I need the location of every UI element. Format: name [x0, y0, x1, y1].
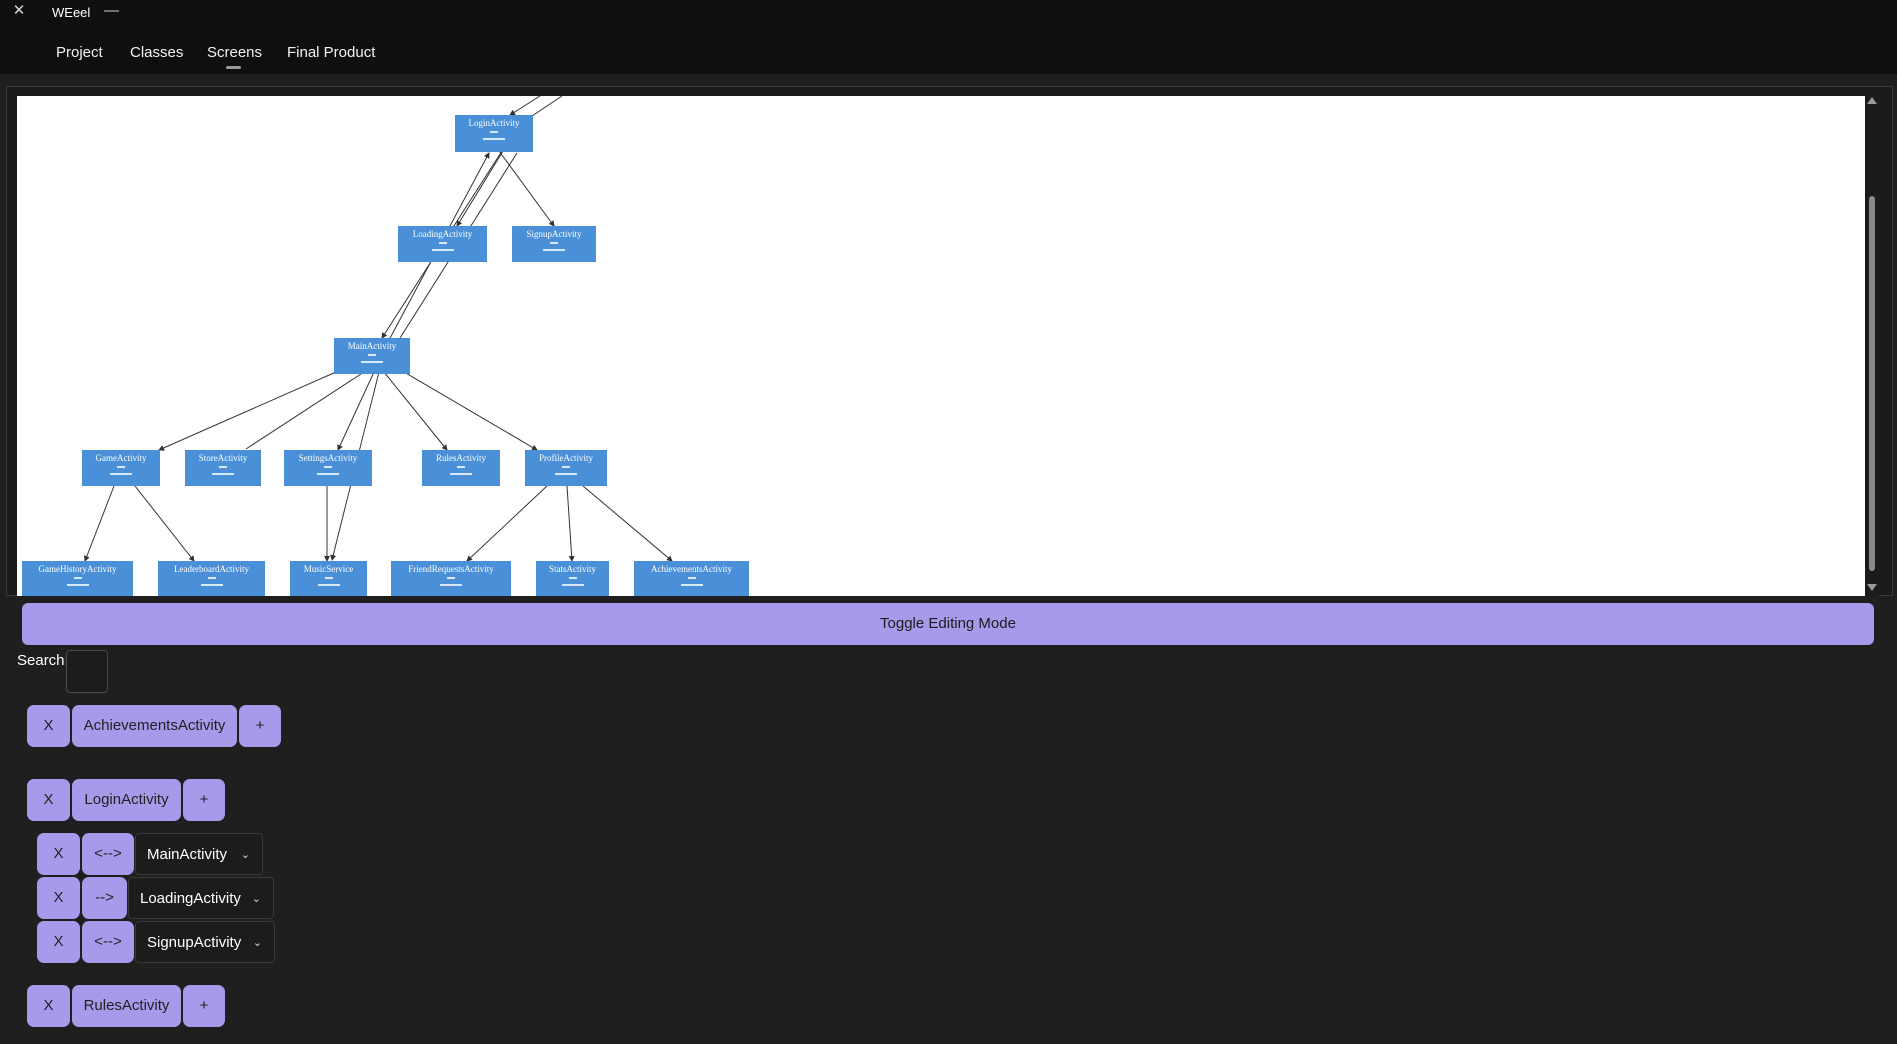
node-label: StatsActivity: [549, 564, 596, 574]
node-label: SettingsActivity: [298, 453, 358, 463]
remove-screen-button[interactable]: X: [27, 985, 70, 1027]
link-target-dropdown[interactable]: LoadingActivity ⌄: [128, 877, 274, 919]
diagram-node-main[interactable]: MainActivity: [334, 338, 410, 374]
node-label: GameHistoryActivity: [38, 564, 117, 574]
scrollbar-thumb[interactable]: [1869, 196, 1875, 571]
diagram-node-loading[interactable]: LoadingActivity: [398, 226, 487, 262]
sparkle-icon: ✦: [72, 866, 88, 886]
diagram-node-friendrequests[interactable]: FriendRequestsActivity: [391, 561, 511, 596]
chevron-down-icon: ⌄: [251, 893, 261, 905]
diagram-node-game[interactable]: GameActivity: [82, 450, 160, 486]
node-label: AchievementsActivity: [651, 564, 732, 574]
dropdown-value: SignupActivity: [147, 934, 242, 951]
toggle-editing-mode-button[interactable]: Toggle Editing Mode: [22, 603, 1874, 645]
link-direction-button[interactable]: <-->: [82, 833, 134, 875]
diagram-node-achievements[interactable]: AchievementsActivity: [634, 561, 749, 596]
tab-project[interactable]: Project: [56, 44, 103, 61]
remove-screen-button[interactable]: X: [27, 779, 70, 821]
node-label: MainActivity: [347, 341, 397, 351]
diagram-node-signup[interactable]: SignupActivity: [512, 226, 596, 262]
chevron-down-icon: ⌄: [240, 849, 250, 861]
diagram-node-gamehistory[interactable]: GameHistoryActivity: [22, 561, 133, 596]
diagram-node-music[interactable]: MusicService: [290, 561, 367, 596]
node-label: MusicService: [303, 564, 354, 574]
scroll-down-icon[interactable]: [1867, 584, 1877, 591]
add-link-button[interactable]: +: [183, 779, 225, 821]
diagram-node-leaderboard[interactable]: LeaderboardActivity: [158, 561, 265, 596]
link-direction-button[interactable]: <-->: [82, 921, 134, 963]
remove-link-button[interactable]: X: [37, 921, 80, 963]
diagram-node-store[interactable]: StoreActivity: [185, 450, 261, 486]
node-label: RulesActivity: [436, 453, 486, 463]
add-link-button[interactable]: +: [239, 705, 281, 747]
screen-name-button[interactable]: AchievementsActivity: [72, 705, 237, 747]
diagram-canvas[interactable]: LoginActivity LoadingActivity SignupActi…: [17, 96, 1865, 596]
link-direction-button[interactable]: -->: [82, 877, 127, 919]
search-label: Search:: [17, 652, 69, 669]
node-label: StoreActivity: [198, 453, 248, 463]
window-title: WEeel: [52, 5, 91, 20]
node-label: LoginActivity: [468, 118, 520, 128]
node-label: FriendRequestsActivity: [408, 564, 494, 574]
remove-screen-button[interactable]: X: [27, 705, 70, 747]
sparkle-icon: ✦: [72, 910, 88, 930]
add-link-button[interactable]: +: [183, 985, 225, 1027]
remove-link-button[interactable]: X: [37, 877, 80, 919]
link-target-dropdown[interactable]: SignupActivity ⌄: [135, 921, 275, 963]
top-nav: [0, 24, 1897, 74]
dropdown-value: MainActivity: [147, 846, 228, 863]
node-label: GameActivity: [95, 453, 147, 463]
screen-name-button[interactable]: RulesActivity: [72, 985, 181, 1027]
node-label: ProfileActivity: [539, 453, 593, 463]
diagram-node-profile[interactable]: ProfileActivity: [525, 450, 607, 486]
diagram-node-settings[interactable]: SettingsActivity: [284, 450, 372, 486]
link-target-dropdown[interactable]: MainActivity ⌄: [135, 833, 263, 875]
dropdown-value: LoadingActivity: [140, 890, 241, 907]
minimize-icon[interactable]: —: [104, 2, 119, 19]
title-bar: [0, 0, 1897, 24]
diagram-node-login[interactable]: LoginActivity: [455, 115, 533, 152]
diagram-node-stats[interactable]: StatsActivity: [536, 561, 609, 596]
screen-name-button[interactable]: LoginActivity: [72, 779, 181, 821]
tab-screens[interactable]: Screens: [207, 44, 263, 61]
search-input[interactable]: [66, 650, 108, 693]
node-label: LeaderboardActivity: [174, 564, 249, 574]
active-tab-indicator: [226, 66, 241, 69]
tab-classes[interactable]: Classes: [130, 44, 184, 61]
diagram-edges: [84, 96, 673, 562]
node-label: LoadingActivity: [412, 229, 473, 239]
node-label: SignupActivity: [526, 229, 582, 239]
remove-link-button[interactable]: X: [37, 833, 80, 875]
scroll-up-icon[interactable]: [1867, 97, 1877, 104]
tab-final-product[interactable]: Final Product: [287, 44, 376, 61]
close-icon[interactable]: ✕: [12, 2, 26, 19]
diagram-node-rules[interactable]: RulesActivity: [422, 450, 500, 486]
chevron-down-icon: ⌄: [252, 937, 262, 949]
